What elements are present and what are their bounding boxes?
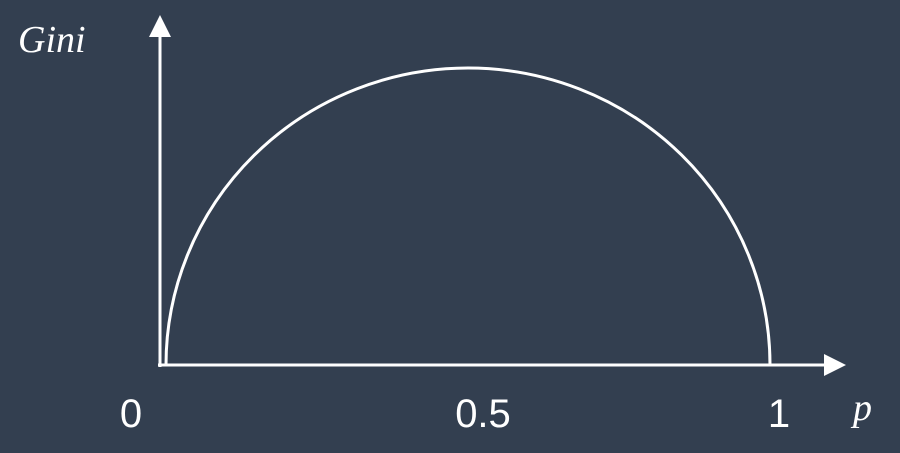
gini-curve (164, 66, 772, 366)
x-tick-label: 0.5 (455, 392, 511, 436)
x-axis-arrowhead (824, 354, 846, 376)
axes (149, 15, 846, 376)
y-axis-label: Gini (18, 19, 86, 61)
x-tick-label: 0 (120, 392, 142, 436)
x-tick-label: 1 (768, 392, 790, 436)
series-layer (164, 66, 772, 366)
y-axis-arrowhead (149, 15, 171, 37)
x-axis-label: p (850, 387, 872, 429)
